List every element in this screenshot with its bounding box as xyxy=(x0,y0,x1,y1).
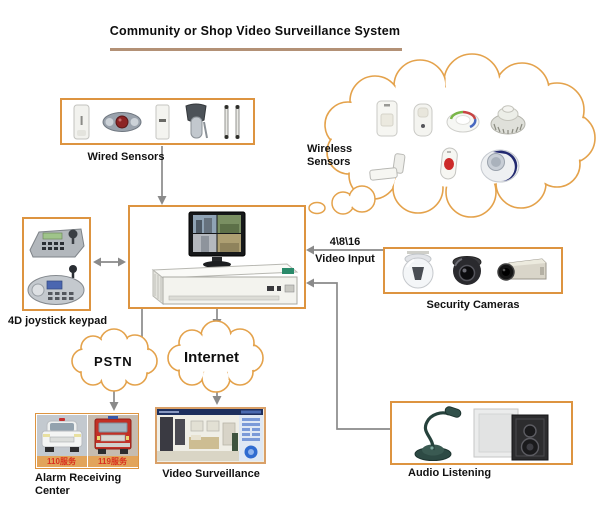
dvr-unit-icon xyxy=(151,263,299,306)
joystick-keypad-label: 4D joystick keypad xyxy=(8,315,108,327)
wireless-curtain-sensor-icon xyxy=(413,103,433,137)
audio-listening-label: Audio Listening xyxy=(408,467,492,479)
alarm-center-label-line1: Alarm Receiving xyxy=(35,472,122,484)
fire-caption: 119服务 xyxy=(87,456,138,467)
police-car-photo: 110服务 xyxy=(36,415,87,467)
gooseneck-microphone-icon xyxy=(414,406,462,461)
wireless-ceiling-detector-icon xyxy=(446,110,480,133)
police-caption: 110服务 xyxy=(36,456,87,467)
video-input-channels: 4\8\16 xyxy=(329,236,361,248)
wireless-pir-sensor-icon xyxy=(376,100,398,137)
security-cameras-label: Security Cameras xyxy=(426,299,520,311)
wireless-smoke-detector-icon xyxy=(490,105,526,135)
wall-speakers-icon xyxy=(473,408,549,461)
quad-view-monitor-icon xyxy=(188,211,246,268)
panic-button-icon xyxy=(440,147,458,180)
arrowheads xyxy=(93,196,314,411)
security-cameras-box xyxy=(383,247,563,294)
connector-audio-to-dvr xyxy=(314,282,390,430)
ceiling-pir-sensor-icon xyxy=(102,111,142,132)
wireless-siren-icon xyxy=(480,149,520,183)
fire-truck-icon xyxy=(87,415,138,456)
mini-dome-camera-icon xyxy=(452,255,482,285)
wireless-sensors-label-line1: Wireless xyxy=(307,143,353,155)
pir-motion-sensor-icon xyxy=(73,104,90,139)
thought-bubbles xyxy=(308,185,376,215)
page-title: Community or Shop Video Surveillance Sys… xyxy=(109,24,401,38)
desktop-joystick-keypad-icon xyxy=(27,264,84,305)
box-camera-icon xyxy=(496,257,547,281)
wireless-sensors-label-line2: Sensors xyxy=(307,156,351,168)
internet-label: Internet xyxy=(184,349,240,366)
speed-dome-camera-icon xyxy=(402,250,434,288)
cms-screen-icon xyxy=(157,409,263,461)
fire-truck-photo: 119服务 xyxy=(87,415,138,467)
pstn-label: PSTN xyxy=(94,354,133,369)
video-surveillance-box xyxy=(155,407,266,464)
cms-software-screen xyxy=(157,409,264,462)
joystick-keypad-box xyxy=(22,217,91,311)
alarm-center-box: 110服务 119服务 xyxy=(35,413,139,469)
ptz-joystick-keyboard-icon xyxy=(28,228,85,258)
title-underline xyxy=(110,48,402,51)
police-car-icon xyxy=(36,415,87,456)
curtain-pir-sensor-icon xyxy=(155,104,170,139)
ir-beam-sensor-pair-icon xyxy=(224,104,240,139)
outdoor-pir-sensor-icon xyxy=(185,103,208,138)
wired-sensors-box xyxy=(60,98,255,145)
audio-listening-box xyxy=(390,401,573,465)
alarm-center-label-line2: Center xyxy=(35,485,70,497)
video-surveillance-label: Video Surveillance xyxy=(162,468,260,480)
wired-sensors-label: Wired Sensors xyxy=(87,151,165,163)
video-input-label: Video Input xyxy=(315,253,375,265)
door-magnetic-contact-icon xyxy=(369,153,406,181)
